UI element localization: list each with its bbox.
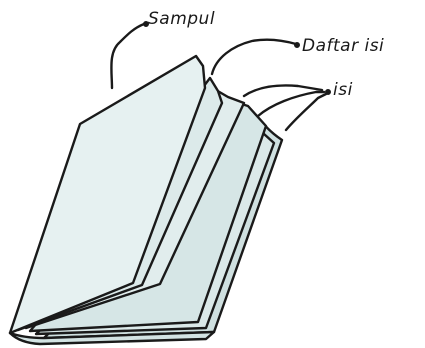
content-leader-line-2: [258, 92, 324, 116]
cover-leader-line: [111, 24, 144, 88]
content-leader-line-3: [286, 94, 326, 130]
content-label-dot: [326, 90, 330, 94]
toc-label-dot: [295, 43, 299, 47]
table-of-contents-label: Daftar isi: [302, 36, 384, 56]
cover-label: Sampul: [148, 9, 215, 29]
toc-leader-line: [212, 40, 296, 74]
content-label: isi: [333, 80, 353, 100]
content-leader-line-1: [244, 85, 322, 96]
